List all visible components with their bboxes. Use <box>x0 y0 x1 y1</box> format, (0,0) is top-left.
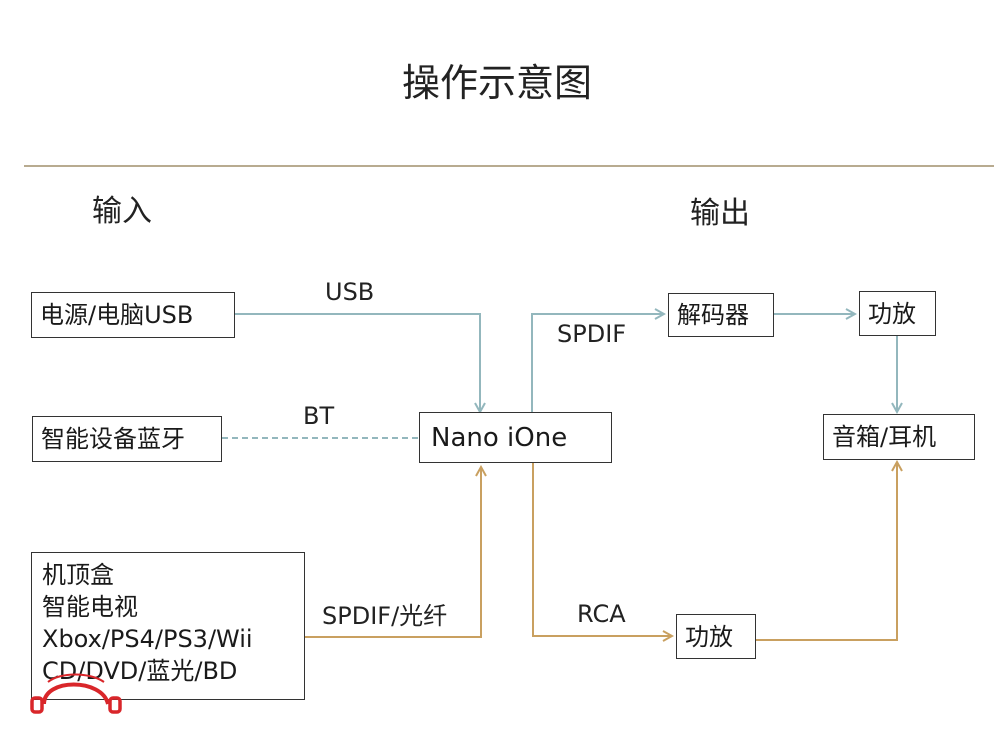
spdif-line <box>531 314 664 412</box>
source-item: CD/DVD/蓝光/BD <box>42 657 238 685</box>
amp-bottom-box: 功放 <box>676 614 756 659</box>
title-divider <box>24 165 994 167</box>
nano-ione-box: Nano iOne <box>419 412 612 463</box>
amp-bottom-label: 功放 <box>685 622 733 651</box>
bt-label: BT <box>303 402 335 430</box>
rca-line <box>532 463 672 636</box>
bluetooth-device-label: 智能设备蓝牙 <box>41 425 185 453</box>
power-usb-box: 电源/电脑USB <box>31 292 235 338</box>
spdif-label: SPDIF <box>557 320 627 348</box>
amp-top-label: 功放 <box>868 299 916 328</box>
rca-label: RCA <box>577 600 626 628</box>
bluetooth-device-box: 智能设备蓝牙 <box>32 416 222 462</box>
input-heading: 输入 <box>92 194 152 229</box>
amp-top-box: 功放 <box>859 291 936 336</box>
source-item: Xbox/PS4/PS3/Wii <box>42 625 253 653</box>
spdif-optical-label: SPDIF/光纤 <box>322 602 448 630</box>
speakers-headphones-box: 音箱/耳机 <box>823 414 975 460</box>
decoder-label: 解码器 <box>677 301 749 329</box>
headphones-logo-icon <box>30 673 122 714</box>
page-title: 操作示意图 <box>401 61 592 105</box>
amp-bottom-to-speakers-line <box>756 462 897 641</box>
usb-label: USB <box>325 278 375 306</box>
source-item: 智能电视 <box>42 593 138 621</box>
output-heading: 输出 <box>690 196 750 231</box>
sources-box: 机顶盒 智能电视 Xbox/PS4/PS3/Wii CD/DVD/蓝光/BD <box>31 552 305 700</box>
source-item: 机顶盒 <box>42 561 114 589</box>
decoder-box: 解码器 <box>668 293 774 337</box>
speakers-headphones-label: 音箱/耳机 <box>832 423 937 451</box>
power-usb-label: 电源/电脑USB <box>40 301 194 329</box>
nano-ione-label: Nano iOne <box>431 422 568 453</box>
usb-line <box>234 313 480 412</box>
spdif-optical-line <box>304 467 481 638</box>
